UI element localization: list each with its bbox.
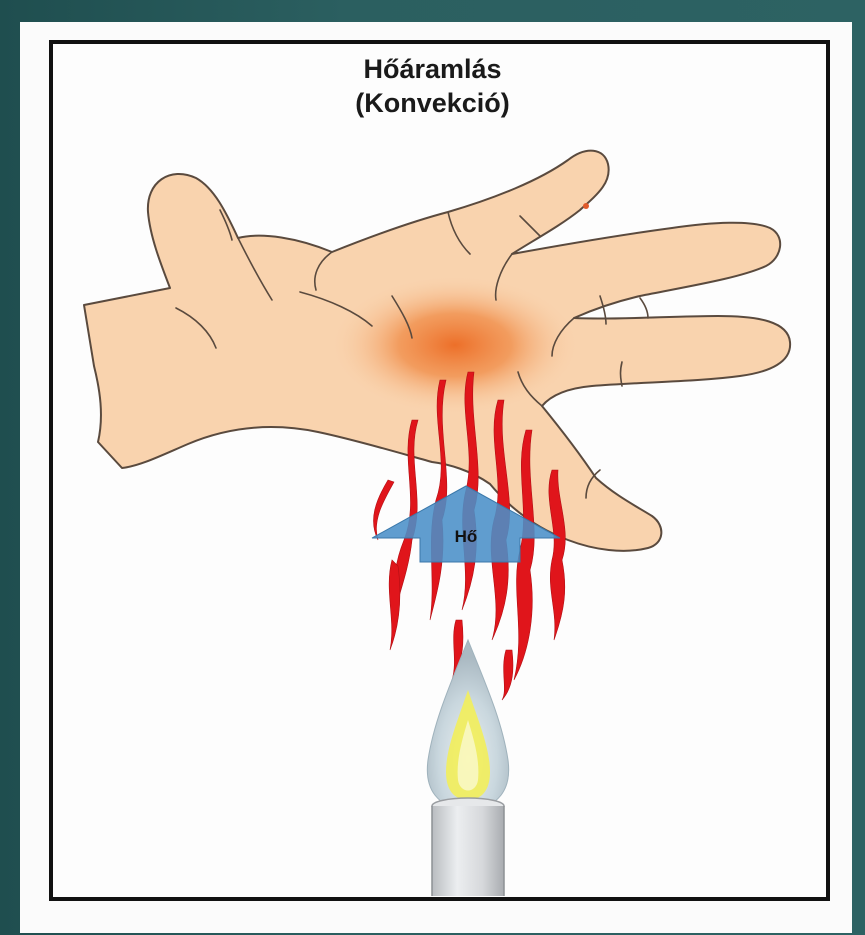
flame-icon — [427, 640, 508, 810]
hand-illustration — [84, 151, 790, 551]
bunsen-burner-tube — [432, 798, 504, 896]
arrow-label: Hő — [455, 527, 478, 546]
heat-glow — [330, 275, 580, 415]
